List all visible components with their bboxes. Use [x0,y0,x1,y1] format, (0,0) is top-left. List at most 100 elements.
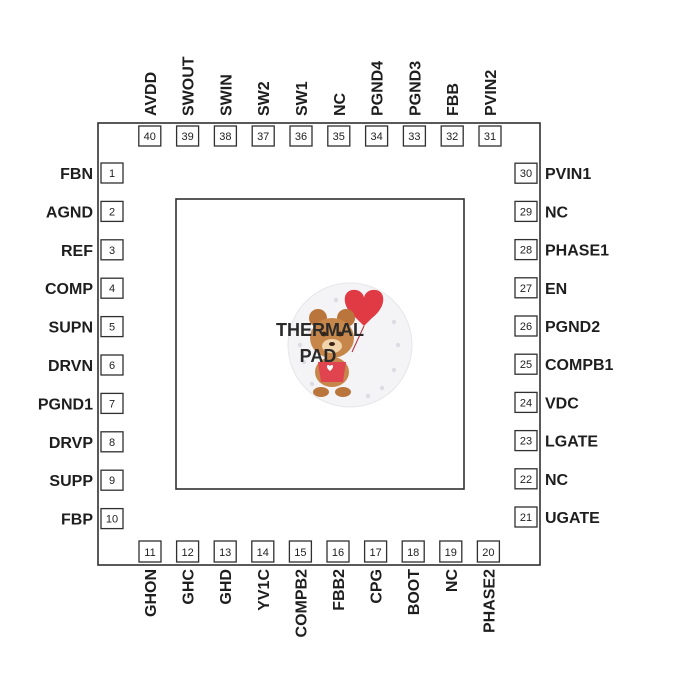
pin-box [514,162,538,184]
pin-number: 14 [257,547,269,559]
pin-box [514,391,538,414]
pin-number: 6 [109,360,115,372]
bottom-pin-row: 11GHON12GHC13GHD14YV1C15COMPB216FBB217CP… [138,540,501,638]
pin-box [100,200,124,223]
pin-number: 20 [482,547,494,559]
pin-label: SW2 [256,81,273,116]
pin-number: 27 [520,283,532,295]
pin-10: 10 FBP [61,507,124,530]
pin-number: 32 [446,131,458,143]
pin-box [514,468,538,490]
pin-number: 11 [144,547,155,559]
pin-label: FBP [61,512,93,529]
pin-label: COMPB2 [293,569,310,638]
pin-box [514,429,538,452]
pin-box [100,239,124,261]
pin-label: REF [61,243,93,260]
pin-label: PHASE2 [481,569,498,633]
pin-number: 19 [445,547,457,559]
pin-box [514,315,538,337]
pin-box [514,238,538,261]
pin-box [363,540,388,563]
pin-label: PGND1 [38,396,93,413]
pin-box [100,162,124,184]
pin-number: 5 [109,322,115,334]
pin-label: GHON [143,569,160,617]
pin-number: 36 [295,131,307,143]
pin-36: 36 SW1 [289,81,313,147]
pin-label: SWOUT [181,56,198,116]
pin-38: 38 SWIN [213,74,238,147]
pin-box [251,125,275,147]
pin-label: SUPP [49,473,93,490]
watermark-bear-icon [287,282,413,408]
pin-number: 24 [520,397,532,409]
pin-label: PHASE1 [545,243,609,260]
pin-number: 28 [520,245,532,257]
pin-label: SWIN [218,74,235,116]
pin-number: 39 [181,131,193,143]
pin-box [514,506,538,528]
pin-label: SW1 [294,81,311,116]
pin-number: 10 [106,514,118,526]
top-pin-row: 31PVIN232FBB33PGND334PGND435NC36SW137SW2… [138,56,502,147]
pin-box [100,392,124,415]
pin-label: AGND [46,204,93,221]
pin-box [251,540,275,563]
pin-number: 38 [219,131,231,143]
pin-label: SUPN [49,320,93,337]
pin-number: 18 [407,547,419,559]
pin-box [138,125,162,147]
pin-box [402,125,427,147]
thermal-pad-label-line2: PAD [300,346,337,366]
pin-box [514,277,538,299]
pin-label: NC [444,569,461,593]
pin-box [100,431,124,453]
pin-label: PVIN2 [483,70,500,116]
pin-label: COMPB1 [545,357,614,374]
pin-number: 40 [144,131,156,143]
pin-label: NC [545,472,569,489]
pin-label: PVIN1 [545,166,591,183]
pin-box [100,315,124,338]
pin-7: 7 PGND1 [38,392,124,415]
pin-box [175,540,200,563]
pin-number: 26 [520,321,532,333]
pin-number: 22 [520,474,532,486]
pin-box [478,125,502,147]
pin-number: 7 [109,398,115,410]
pin-label: GHD [218,569,235,605]
pin-label: EN [545,281,567,298]
pin-39: 39 SWOUT [175,56,200,147]
pin-label: DRVN [48,358,93,375]
pin-number: 33 [408,131,420,143]
pin-22: 22 NC [514,468,569,490]
pin-label: YV1C [256,569,273,611]
pin-number: 17 [369,547,381,559]
pin-box [476,540,501,563]
left-pin-row: 1FBN2AGND3REF4COMP5SUPN6DRVN7PGND18DRVP9… [38,162,124,530]
pin-box [100,507,124,530]
pin-number: 12 [181,547,193,559]
pin-number: 29 [520,206,532,218]
pin-label: GHC [181,569,198,605]
